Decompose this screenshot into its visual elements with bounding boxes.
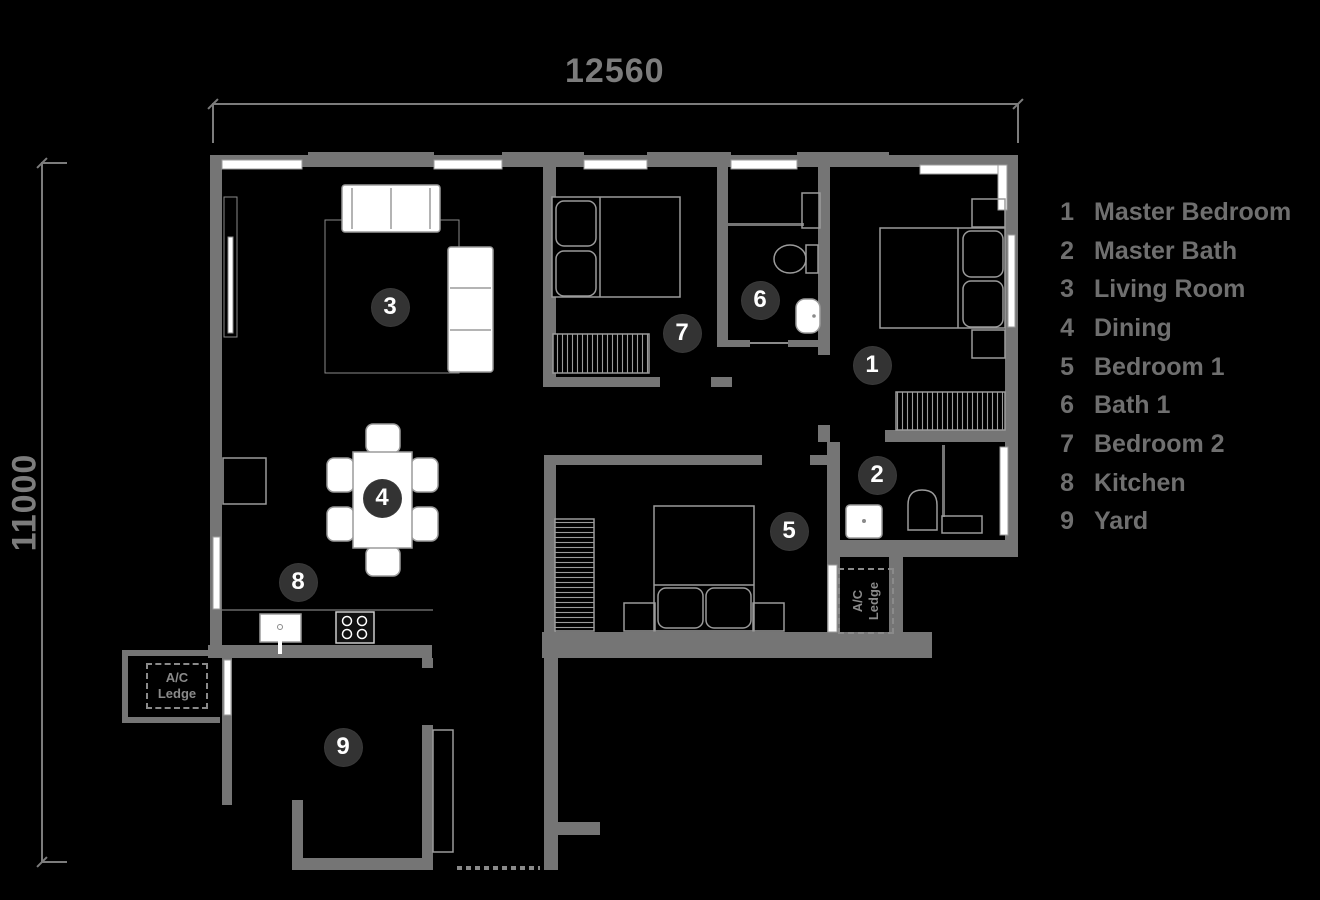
bed — [551, 196, 681, 298]
pillow — [555, 200, 597, 247]
dining-chair — [410, 457, 439, 493]
bed — [879, 227, 1006, 329]
dining-chair — [365, 423, 401, 454]
toilet-bowl — [773, 244, 807, 274]
legend-number: 2 — [1060, 236, 1074, 265]
nightstand — [752, 602, 785, 632]
legend-number: 6 — [1060, 391, 1074, 420]
windows — [212, 159, 1016, 716]
nightstand — [971, 329, 1006, 359]
kitchen-furniture — [222, 457, 433, 654]
room-marker-7: 7 — [663, 314, 701, 352]
legend-label: Yard — [1094, 507, 1149, 536]
legend-number: 4 — [1060, 313, 1074, 342]
toilet-tank — [805, 244, 819, 274]
pillow — [962, 280, 1004, 328]
legend-number: 3 — [1060, 275, 1074, 304]
room-marker-3: 3 — [371, 288, 409, 326]
pillow — [657, 587, 704, 629]
room-marker-4: 4 — [363, 479, 401, 517]
legend-number: 1 — [1060, 197, 1074, 226]
legend-item-dining: 4 Dining — [1050, 309, 1291, 348]
legend-label: Living Room — [1094, 275, 1246, 304]
room-marker-8: 8 — [279, 563, 317, 601]
dimension-top-label: 12560 — [565, 52, 665, 90]
legend-item-yard: 9 Yard — [1050, 503, 1291, 542]
legend-item-master-bath: 2 Master Bath — [1050, 232, 1291, 271]
wardrobe — [895, 391, 1006, 431]
legend-number: 8 — [1060, 468, 1074, 497]
legend-label: Dining — [1094, 313, 1172, 342]
legend-label: Bedroom 2 — [1094, 429, 1225, 458]
walls — [122, 152, 1018, 870]
ac-ledge-right-label: A/C Ledge — [849, 581, 881, 621]
legend-label: Master Bedroom — [1094, 197, 1292, 226]
bedroom2-furniture — [551, 196, 681, 374]
pillow — [555, 250, 597, 297]
master-bath-fixtures — [845, 489, 983, 539]
washbasin — [795, 298, 821, 334]
legend-number: 5 — [1060, 352, 1074, 381]
legend-item-master-bedroom: 1 Master Bedroom — [1050, 193, 1291, 232]
yard-door — [432, 729, 454, 853]
dining-chair — [326, 457, 355, 493]
bedroom1-furniture — [554, 505, 785, 632]
wardrobe — [554, 518, 595, 632]
room-marker-5: 5 — [770, 512, 808, 550]
room-legend: 1 Master Bedroom 2 Master Bath 3 Living Room 4… — [1050, 193, 1291, 541]
dining-chair — [326, 506, 355, 542]
chaise-sofa — [447, 246, 494, 373]
legend-item-bedroom-2: 7 Bedroom 2 — [1050, 425, 1291, 464]
master-bedroom-furniture — [879, 198, 1006, 431]
wardrobe — [552, 333, 650, 374]
bath1-fixtures — [773, 192, 821, 334]
dining-chair — [365, 546, 401, 577]
legend-item-bedroom-1: 5 Bedroom 1 — [1050, 348, 1291, 387]
nightstand — [971, 198, 1006, 228]
room-marker-6: 6 — [741, 281, 779, 319]
nightstand — [623, 602, 656, 632]
ac-ledge-left: A/C Ledge — [146, 663, 208, 709]
room-marker-9: 9 — [324, 728, 362, 766]
legend-label: Kitchen — [1094, 468, 1186, 497]
tv — [227, 236, 234, 334]
living-room-furniture — [223, 184, 494, 374]
toilet — [907, 489, 938, 531]
legend-item-living-room: 3 Living Room — [1050, 270, 1291, 309]
pillow — [962, 230, 1004, 278]
dimension-left-label: 11000 — [5, 453, 44, 552]
ac-ledge-left-label: A/C Ledge — [157, 669, 197, 701]
ac-ledge-right: A/C Ledge — [838, 568, 894, 634]
fridge — [222, 457, 267, 505]
legend-label: Bath 1 — [1094, 391, 1171, 420]
room-marker-2: 2 — [858, 456, 896, 494]
stove — [335, 611, 375, 644]
legend-label: Master Bath — [1094, 236, 1238, 265]
room-marker-1: 1 — [853, 346, 891, 384]
legend-number: 9 — [1060, 507, 1074, 536]
bed — [653, 505, 755, 632]
legend-item-bath-1: 6 Bath 1 — [1050, 386, 1291, 425]
legend-label: Bedroom 1 — [1094, 352, 1225, 381]
shower-base — [941, 515, 983, 534]
dining-chair — [410, 506, 439, 542]
pillow — [705, 587, 752, 629]
legend-item-kitchen: 8 Kitchen — [1050, 464, 1291, 503]
legend-number: 7 — [1060, 429, 1074, 458]
cabinet — [801, 192, 821, 229]
